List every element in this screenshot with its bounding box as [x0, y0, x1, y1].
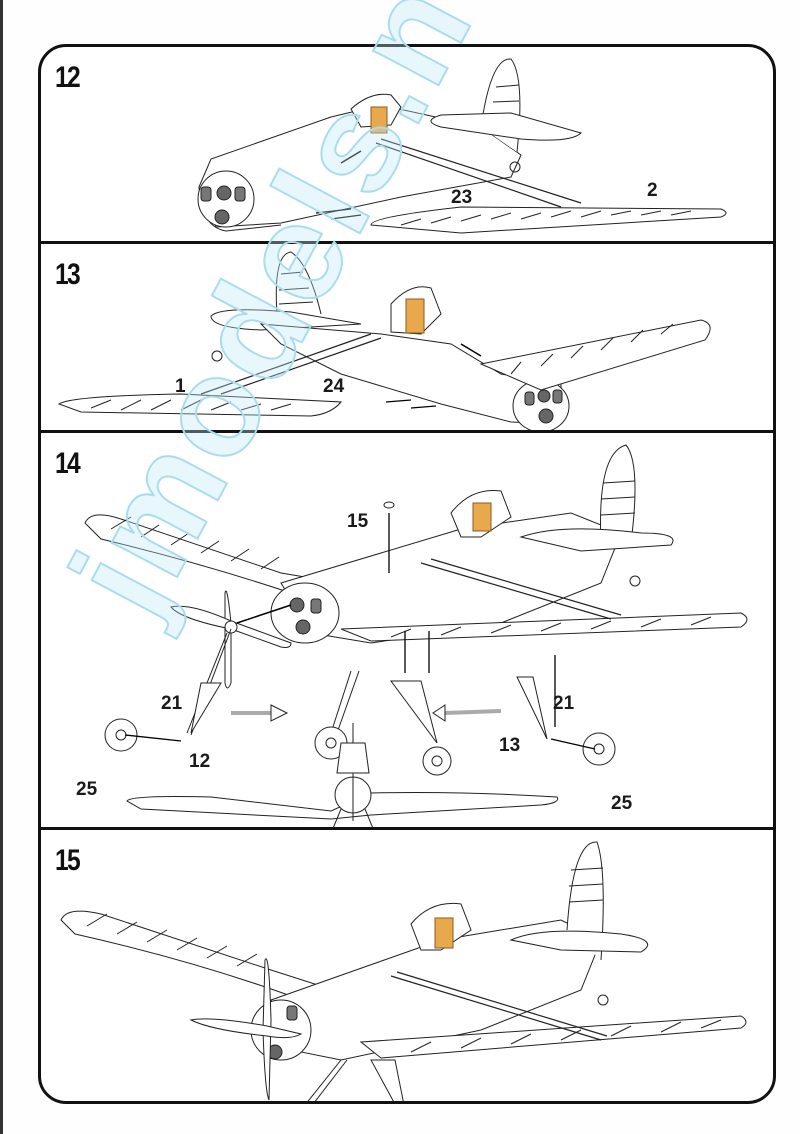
step-divider — [41, 827, 773, 830]
step-14-panel: 14 — [41, 433, 773, 827]
step-divider — [41, 430, 773, 433]
part-label-25-left: 25 — [76, 779, 98, 800]
part-label-2: 2 — [647, 180, 658, 201]
step-number: 15 — [55, 844, 81, 877]
step-15-panel: 15 — [41, 830, 773, 1101]
part-label-21-left: 21 — [161, 693, 183, 714]
part-label-21-right: 21 — [553, 693, 575, 714]
step-number: 13 — [55, 258, 81, 291]
step-14-illustration — [84, 444, 748, 827]
part-label-15: 15 — [347, 511, 369, 532]
step-12-panel: 12 — [41, 47, 773, 243]
step-15-illustration — [60, 841, 747, 1101]
step-13-illustration — [57, 251, 711, 430]
part-label-1: 1 — [175, 376, 186, 397]
steps-frame: 12 — [38, 44, 776, 1104]
step-divider — [41, 241, 773, 244]
part-label-24: 24 — [323, 376, 345, 397]
step-number: 14 — [55, 447, 81, 480]
step-number: 12 — [55, 61, 81, 94]
page-edge — [0, 0, 3, 1134]
step-12-illustration — [197, 58, 727, 234]
part-label-13: 13 — [499, 735, 521, 756]
part-label-12: 12 — [189, 751, 211, 772]
part-label-25-right: 25 — [611, 793, 633, 814]
part-label-23: 23 — [451, 187, 473, 208]
step-13-panel: 13 — [41, 244, 773, 430]
